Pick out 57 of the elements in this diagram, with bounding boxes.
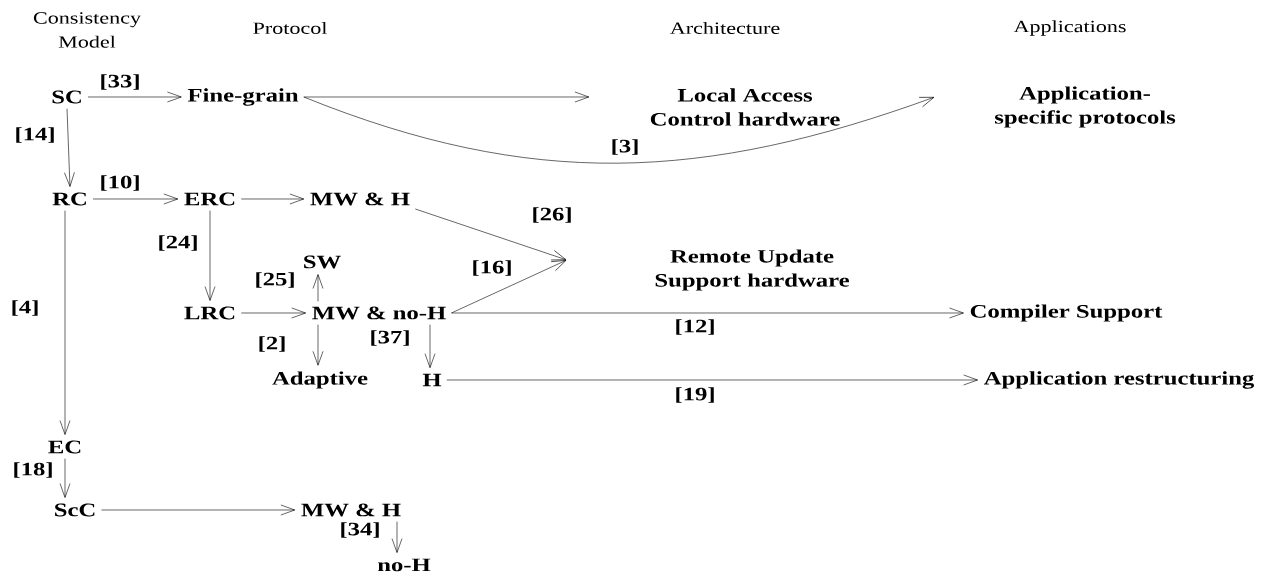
- edge-label: [10]: [98, 174, 142, 192]
- arrow: [59, 458, 71, 498]
- node-label: MW & H: [301, 503, 401, 517]
- node-label: ScC: [55, 503, 95, 517]
- node-label: Remote Update Support hardware: [655, 249, 849, 291]
- arrow: [451, 260, 567, 314]
- node-label: H: [422, 373, 442, 387]
- node-label: ERC: [184, 192, 235, 206]
- column-heading: Consistency Model: [33, 12, 141, 48]
- arrow: [303, 96, 935, 164]
- edge-label: [18]: [11, 461, 55, 479]
- node-label: Local Access Control hardware: [650, 88, 840, 126]
- edge-label: [14]: [13, 126, 57, 144]
- node-label: no-H: [377, 558, 431, 572]
- node-label: Adaptive: [272, 371, 368, 389]
- edge-label: [33]: [98, 73, 142, 91]
- arrow: [312, 274, 324, 302]
- edge-label: [12]: [673, 318, 717, 336]
- arrow: [303, 91, 590, 103]
- node-label: SC: [52, 90, 81, 104]
- edge-label: [19]: [673, 386, 717, 404]
- arrow: [101, 504, 296, 516]
- arrow: [59, 210, 71, 435]
- arrow: [446, 374, 978, 386]
- edge-label: [3]: [609, 138, 641, 156]
- node-label: LRC: [184, 306, 235, 320]
- arrow: [451, 307, 964, 319]
- edge-label: [25]: [253, 271, 297, 289]
- arrow: [204, 210, 216, 301]
- node-label: Application restructuring: [983, 371, 1255, 389]
- node-label: SW: [304, 255, 341, 269]
- edge-label: [37]: [368, 329, 412, 347]
- arrow: [241, 307, 306, 319]
- edge-label: [2]: [256, 335, 288, 353]
- edge-label: [16]: [470, 259, 514, 277]
- node-label: EC: [48, 440, 81, 454]
- node-label: RC: [52, 192, 86, 206]
- arrow: [241, 193, 305, 205]
- column-heading: Protocol: [253, 22, 327, 34]
- edge-label: [34]: [338, 521, 382, 539]
- arrow: [391, 521, 403, 553]
- column-heading: Applications: [1013, 20, 1126, 36]
- node-label: Application-specific protocols: [995, 86, 1176, 128]
- node-label: MW & H: [310, 192, 410, 206]
- edge-label: [26]: [530, 206, 574, 224]
- arrow: [64, 108, 75, 187]
- arrow: [87, 91, 182, 103]
- arrow: [424, 324, 436, 368]
- arrow: [312, 324, 324, 366]
- node-label: Compiler Support: [970, 304, 1163, 322]
- node-label: MW & no-H: [312, 306, 446, 320]
- node-label: Fine-grain: [187, 88, 299, 106]
- arrow: [92, 193, 179, 205]
- edge-label: [24]: [156, 234, 200, 252]
- edge-label: [4]: [9, 299, 41, 317]
- arrow: [415, 208, 567, 261]
- column-heading: Architecture: [670, 22, 780, 34]
